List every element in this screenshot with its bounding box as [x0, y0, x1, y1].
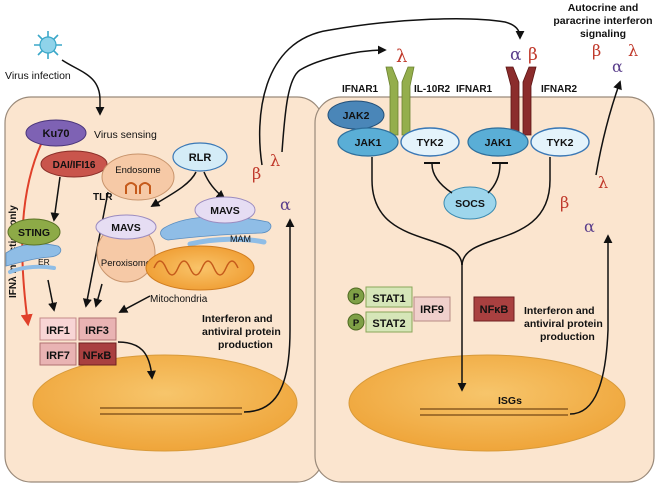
nfkb-left-label: NFκB [83, 350, 112, 362]
rlr-node [172, 142, 228, 172]
beta-top-right: β [592, 41, 601, 60]
sting-label: STING [18, 227, 50, 239]
il10r2-label: IL-10R2 [414, 84, 451, 95]
mavs-mam-node [194, 196, 256, 224]
virus-sensing-label: Virus sensing [94, 129, 157, 141]
lambda-right: λ [598, 173, 608, 192]
tyk2-left-label: TYK2 [417, 137, 444, 149]
tyk2-right-node [530, 127, 590, 157]
rlr-label: RLR [189, 152, 212, 164]
stat1-label: STAT1 [372, 293, 405, 305]
irf7-label: IRF7 [46, 350, 70, 362]
interferon-left-line2: antiviral protein [202, 326, 281, 338]
lambda-top: λ [396, 46, 407, 67]
interferon-left-line1: Interferon and [202, 313, 273, 325]
virus-icon [34, 31, 62, 59]
peroxisome-label: Peroxisome [101, 258, 151, 269]
beta-right: β [560, 193, 569, 212]
left-nucleus [32, 354, 298, 452]
irf9-box [413, 296, 451, 322]
er-label: ER [38, 257, 50, 267]
mitochondria [145, 245, 255, 291]
stat2-box [365, 311, 413, 333]
dai-label: DAI/IFI16 [53, 160, 96, 171]
ifnar1-right-label: IFNAR1 [456, 84, 493, 95]
alpha-left: α [280, 195, 291, 214]
nfkb-left-box [78, 342, 117, 366]
phospho-2-label: P [353, 318, 360, 329]
jak2-label: JAK2 [343, 110, 370, 122]
mavs-mam-label: MAVS [210, 205, 240, 217]
ku70-node [25, 119, 87, 147]
interferon-left-line3: production [218, 339, 273, 351]
isgs-label: ISGs [498, 395, 522, 407]
alpha-right: α [584, 217, 595, 236]
autocrine-line2: paracrine interferon [553, 15, 652, 27]
irf3-label: IRF3 [85, 325, 109, 337]
ifnar1-left-label: IFNAR1 [342, 84, 379, 95]
virus-infection-label: Virus infection [5, 70, 71, 82]
nfkb-right-box [473, 296, 515, 322]
right-nucleus [348, 354, 626, 452]
lambda-top-right: λ [628, 41, 638, 60]
interferon-right-line3: production [540, 331, 595, 343]
nfkb-right-label: NFκB [480, 304, 509, 316]
mam-label: MAM [230, 234, 251, 244]
interferon-right-line2: antiviral protein [524, 318, 603, 330]
irf3-box [78, 317, 117, 341]
socs-node [443, 186, 497, 220]
dai-node [40, 150, 108, 178]
jak1-left-label: JAK1 [355, 137, 382, 149]
ifnlr-receptor [385, 66, 415, 136]
irf7-box [39, 342, 77, 366]
sting-node [7, 218, 61, 246]
tlr-icon [125, 182, 151, 194]
beta-top: β [528, 45, 538, 65]
socs-label: SOCS [455, 198, 485, 210]
beta-left: β [252, 164, 261, 183]
ku70-label: Ku70 [43, 128, 70, 140]
mitochondria-label: Mitochondria [150, 294, 208, 305]
lambda-left: λ [270, 151, 280, 170]
mavs-peroxisome-label: MAVS [111, 222, 141, 234]
phospho-1 [347, 287, 365, 305]
ifnar2-label: IFNAR2 [541, 84, 578, 95]
autocrine-line1: Autocrine and [568, 2, 639, 14]
phospho-1-label: P [353, 292, 360, 303]
stat2-label: STAT2 [372, 318, 405, 330]
tlr-label: TLR [93, 192, 113, 203]
tyk2-right-label: TYK2 [547, 137, 574, 149]
mavs-peroxisome-node [95, 214, 157, 240]
alpha-top: α [510, 45, 522, 65]
endosome-label: Endosome [115, 165, 160, 176]
stat1-box [365, 286, 413, 308]
alpha-top-right: α [612, 57, 623, 76]
jak1-right-label: JAK1 [485, 137, 512, 149]
irf1-box [39, 317, 77, 341]
autocrine-line3: signaling [580, 28, 626, 40]
jak1-left-node [337, 127, 399, 157]
phospho-2 [347, 313, 365, 331]
endosome [101, 153, 175, 201]
irf1-label: IRF1 [46, 325, 70, 337]
irf9-label: IRF9 [420, 304, 444, 316]
tyk2-left-node [400, 127, 460, 157]
jak1-right-node [467, 127, 529, 157]
interferon-right-line1: Interferon and [524, 305, 595, 317]
